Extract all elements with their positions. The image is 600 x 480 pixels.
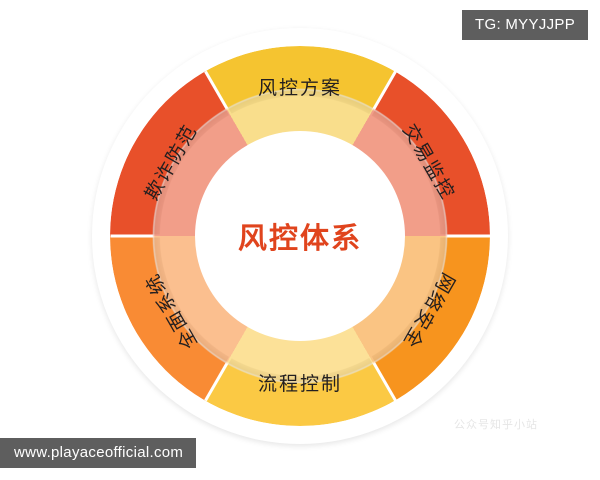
telegram-handle-badge: TG: MYYJJPP [462, 10, 588, 40]
segment-label: 风控方案 [257, 78, 342, 99]
website-url-badge: www.playaceofficial.com [0, 438, 197, 468]
risk-control-donut-diagram: 风控方案交易监控网络安全流程控制全面系统欺诈防范 风控体系 [92, 28, 508, 444]
watermark-text: 公众号知乎小站 [454, 419, 538, 431]
center-title: 风控体系 [237, 223, 363, 255]
segment-label: 流程控制 [257, 374, 342, 395]
